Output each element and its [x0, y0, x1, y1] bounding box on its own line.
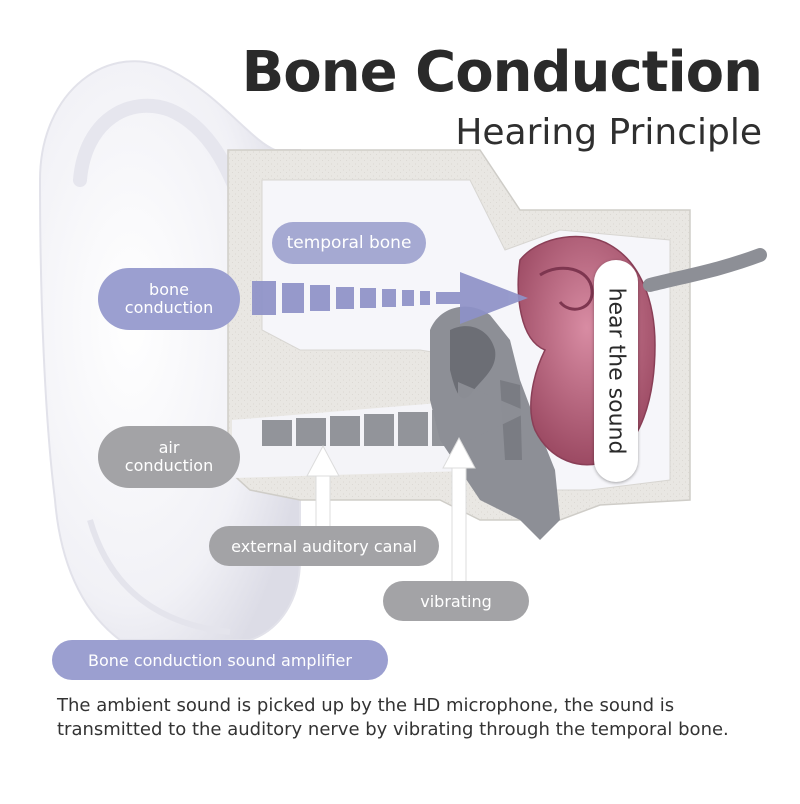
bone-conduction-label-line2: conduction — [124, 298, 214, 317]
cochlea-spiral — [539, 266, 594, 311]
bone-conduction-arrow — [252, 272, 528, 324]
auditory-nerve — [643, 248, 767, 292]
vibrating-label: vibrating — [383, 581, 529, 621]
page-subtitle: Hearing Principle — [455, 112, 762, 153]
air-conduction-label-line1: air — [158, 438, 180, 457]
air-conduction-label-line2: conduction — [124, 456, 214, 475]
amplifier-label-text: Bone conduction sound amplifier — [88, 650, 352, 670]
bone-conduction-label: bone conduction — [98, 268, 240, 330]
amplifier-label: Bone conduction sound amplifier — [52, 640, 388, 680]
vibrating-pointer-arrow — [442, 436, 476, 585]
external-auditory-canal-label: external auditory canal — [209, 526, 439, 566]
ossicles — [450, 326, 496, 399]
temporal-bone-label-text: temporal bone — [286, 233, 412, 253]
description-text: The ambient sound is picked up by the HD… — [57, 695, 729, 740]
helix-fold — [73, 98, 247, 207]
vibrating-label-text: vibrating — [420, 591, 492, 611]
page-title: Bone Conduction — [241, 40, 763, 105]
hear-the-sound-label: hear the sound — [594, 260, 638, 482]
bone-conduction-label-line1: bone — [149, 280, 189, 299]
temporal-bone-label: temporal bone — [272, 222, 426, 264]
lobule-edge — [87, 519, 231, 635]
air-conduction-label: air conduction — [98, 426, 240, 488]
canal-pointer-arrow — [306, 444, 340, 531]
air-conduction-arrow — [262, 382, 528, 446]
external-auditory-canal-label-text: external auditory canal — [231, 536, 417, 556]
hear-the-sound-text: hear the sound — [603, 287, 629, 455]
